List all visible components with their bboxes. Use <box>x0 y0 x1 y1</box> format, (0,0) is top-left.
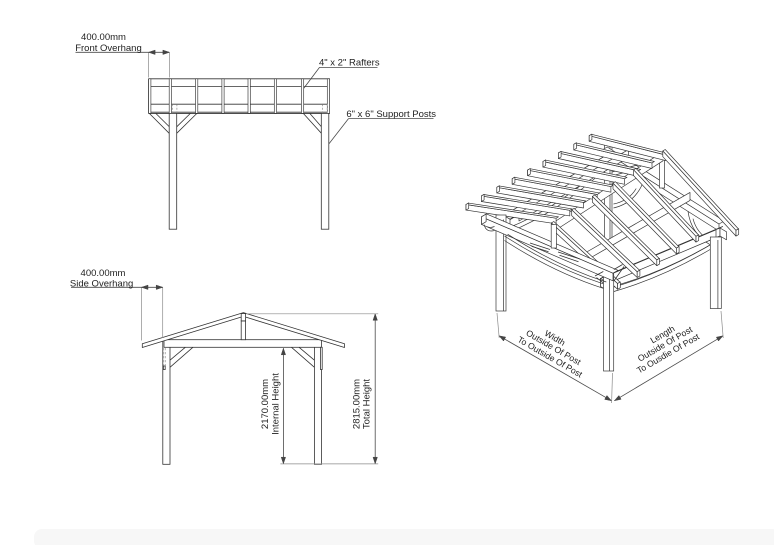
svg-text:400.00mm: 400.00mm <box>81 32 126 43</box>
svg-text:2815.00mm: 2815.00mm <box>351 379 362 429</box>
svg-text:400.00mm: 400.00mm <box>81 268 126 279</box>
svg-text:2170.00mm: 2170.00mm <box>260 379 271 429</box>
svg-text:Internal Height: Internal Height <box>270 373 281 435</box>
svg-text:Side Overhang: Side Overhang <box>70 278 133 289</box>
svg-text:Front Overhang: Front Overhang <box>75 43 142 54</box>
svg-text:6" x 6" Support Posts: 6" x 6" Support Posts <box>346 109 436 120</box>
svg-text:4" x 2" Rafters: 4" x 2" Rafters <box>319 58 380 69</box>
svg-text:Total Height: Total Height <box>362 379 373 430</box>
